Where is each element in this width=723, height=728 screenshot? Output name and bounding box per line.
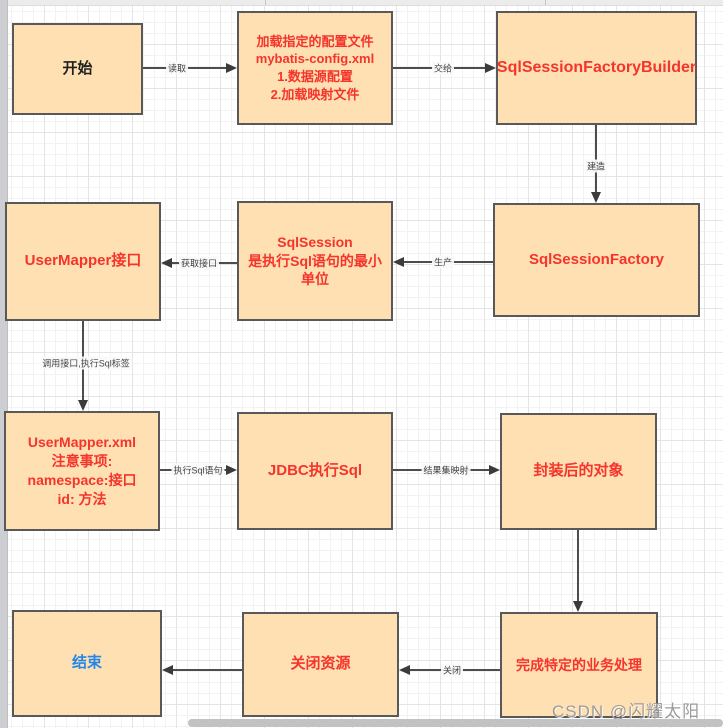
edge-label-read[interactable]: 读取 [165, 61, 189, 75]
csdn-watermark: CSDN @闪耀太阳 [552, 702, 701, 721]
node-sqlsessionfactorybuilder[interactable]: SqlSessionFactoryBuilder [496, 11, 697, 125]
top-ruler [0, 0, 723, 6]
arrowhead-object-to-business [573, 601, 583, 612]
node-jdbc-exec-sql[interactable]: JDBC执行Sql [237, 412, 393, 530]
arrowhead-interface-to-xml [78, 400, 88, 411]
node-usermapper-interface[interactable]: UserMapper接口 [5, 202, 161, 321]
ruler-tick [265, 0, 266, 5]
arrowhead-close-to-end [162, 665, 173, 675]
edge-label-call-interface[interactable]: 调用接口,执行Sql标签 [40, 356, 132, 370]
ruler-tick [545, 0, 546, 5]
edge-label-close[interactable]: 关闭 [440, 663, 464, 677]
node-sqlsession[interactable]: SqlSession 是执行Sql语句的最小 单位 [237, 201, 393, 321]
node-config-file[interactable]: 加载指定的配置文件 mybatis-config.xml 1.数据源配置 2.加… [237, 11, 393, 125]
node-end[interactable]: 结束 [12, 610, 162, 717]
edge-label-result-map[interactable]: 结果集映射 [421, 463, 471, 477]
edge-label-exec-sql[interactable]: 执行Sql语句 [171, 463, 225, 477]
node-business-process[interactable]: 完成特定的业务处理 [500, 612, 658, 718]
edge-label-get-interface[interactable]: 获取接口 [178, 256, 220, 270]
left-ruler [0, 0, 8, 728]
node-wrapped-object[interactable]: 封装后的对象 [500, 413, 657, 530]
horizontal-scrollbar-thumb[interactable] [188, 719, 723, 727]
node-usermapper-xml[interactable]: UserMapper.xml 注意事项: namespace:接口 id: 方法 [4, 411, 160, 531]
arrowhead-business-to-close [399, 665, 410, 675]
edge-label-handover[interactable]: 交给 [431, 61, 455, 75]
node-sqlsessionfactory[interactable]: SqlSessionFactory [493, 203, 700, 317]
node-close-resource[interactable]: 关闭资源 [242, 612, 399, 717]
arrowhead-builder-to-factory [591, 192, 601, 203]
edge-label-build[interactable]: 建造 [584, 159, 608, 173]
node-start[interactable]: 开始 [12, 23, 143, 115]
arrowhead-start-to-config [226, 63, 237, 73]
arrowhead-xml-to-jdbc [226, 465, 237, 475]
arrowhead-jdbc-to-object [489, 465, 500, 475]
arrowhead-config-to-builder [485, 63, 496, 73]
arrowhead-session-to-interface [161, 258, 172, 268]
arrowhead-factory-to-session [393, 257, 404, 267]
edge-label-produce[interactable]: 生产 [431, 255, 455, 269]
